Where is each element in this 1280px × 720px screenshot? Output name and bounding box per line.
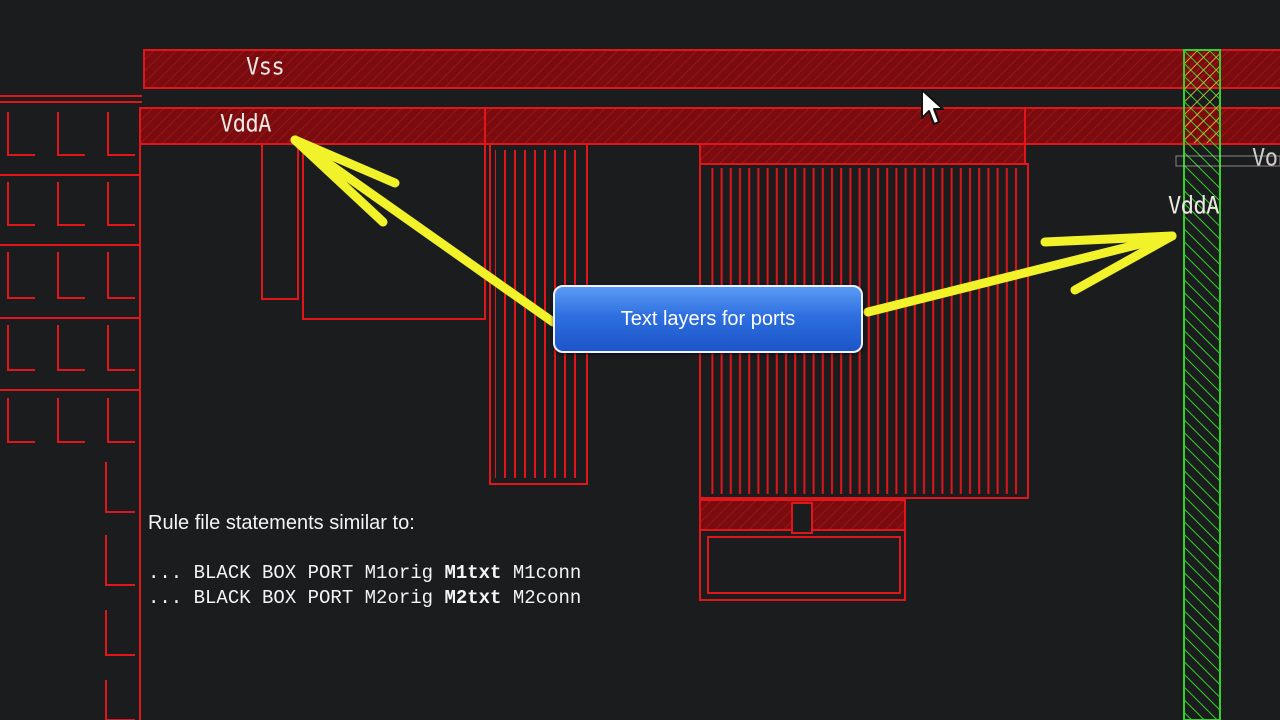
mouse-pointer-icon	[921, 89, 944, 125]
rule-line-1: ... BLACK BOX PORT M1orig M1txt M1conn	[148, 561, 581, 586]
green-power-strap[interactable]	[1175, 49, 1280, 720]
highlight-arrow-icon	[290, 135, 1177, 327]
rule-line-2-prefix: ... BLACK BOX PORT M2orig	[148, 587, 445, 609]
rule-file-block: Rule file statements similar to: ... BLA…	[148, 512, 581, 611]
rule-line-1-prefix: ... BLACK BOX PORT M1orig	[148, 562, 445, 584]
rule-line-2-suffix: M2conn	[501, 587, 582, 609]
callout-bubble: Text layers for ports	[553, 285, 863, 353]
callout-text: Text layers for ports	[620, 307, 796, 330]
vdda-rail[interactable]	[0, 95, 1280, 165]
edge-label-clipped: Vo	[1252, 144, 1278, 173]
vdda-label-right: VddA	[1168, 192, 1219, 221]
cell-array-left	[0, 108, 141, 720]
rule-line-2-bold: M2txt	[444, 587, 502, 609]
device-right	[699, 163, 1029, 601]
rule-line-1-bold: M1txt	[444, 562, 502, 584]
rule-line-2: ... BLACK BOX PORT M2orig M2txt M2conn	[148, 586, 581, 611]
vss-rail[interactable]	[143, 49, 1280, 89]
vdda-label-left: VddA	[220, 110, 271, 139]
rule-file-heading: Rule file statements similar to:	[148, 512, 415, 534]
rule-line-1-suffix: M1conn	[501, 562, 582, 584]
vss-label: Vss	[246, 53, 285, 82]
